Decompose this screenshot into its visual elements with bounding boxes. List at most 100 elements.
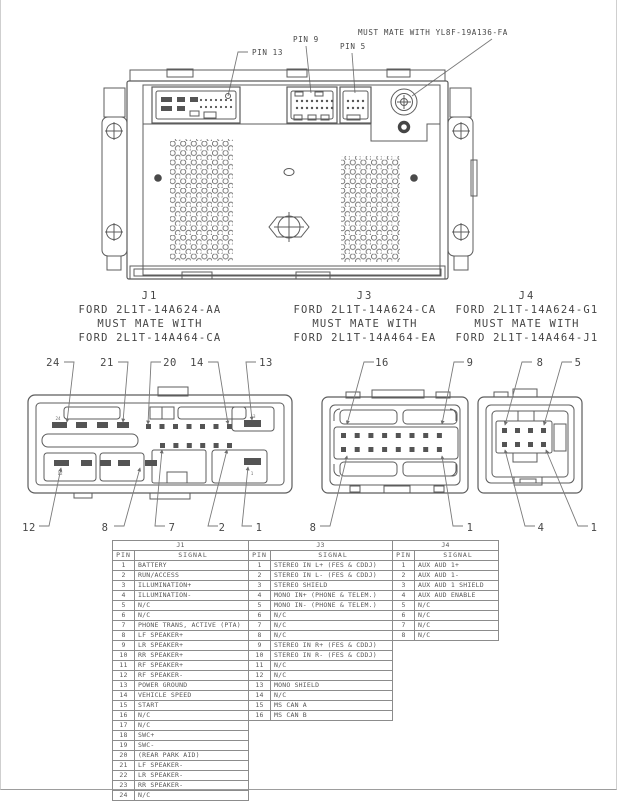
pin-signal: N/C <box>414 610 499 621</box>
pin-signal: N/C <box>270 630 393 641</box>
pin-signal: SWC+ <box>134 730 249 741</box>
inner-pin-mark: 1 <box>251 471 254 476</box>
bottom-rail <box>129 265 446 280</box>
mate-part-number: FORD 2L1T-14A464-EA <box>293 332 437 344</box>
connector-part-number: FORD 2L1T-14A624-CA <box>293 304 437 316</box>
mate-part-number: FORD 2L1T-14A464-CA <box>78 332 222 344</box>
pin-signal: N/C <box>414 630 499 641</box>
pin9-label: PIN 9 <box>293 35 319 44</box>
pin-callout: 8 <box>537 357 544 369</box>
pin-callout: 7 <box>169 522 176 534</box>
pin-signal: AUX AUD 1+ <box>414 560 499 571</box>
pin-number: 16 <box>112 710 135 721</box>
radio-callouts: MUST MATE WITH YL8F-19A136-FA PIN 9 PIN … <box>227 28 507 97</box>
pin-signal: RF SPEAKER- <box>134 670 249 681</box>
pin-signal: STEREO SHIELD <box>270 580 393 591</box>
pin-signal: AUX AUD 1 SHIELD <box>414 580 499 591</box>
pin-signal: START <box>134 700 249 711</box>
pin-callout: 24 <box>46 357 60 369</box>
antenna-connector <box>390 88 418 134</box>
column-header: PIN <box>392 550 415 561</box>
mate-note: MUST MATE WITH <box>97 318 203 330</box>
pin-number: 13 <box>112 680 135 691</box>
pin-callout: 1 <box>467 522 474 534</box>
pin-number: 17 <box>112 720 135 731</box>
connector-j1-drawing: 24 13 12 1 <box>27 386 293 500</box>
pin-signal: VEHICLE SPEED <box>134 690 249 701</box>
pin-callout: 21 <box>100 357 114 369</box>
connector-block-j4: J4 FORD 2L1T-14A624-G1 MUST MATE WITH FO… <box>432 289 617 345</box>
connector-name: J1 <box>141 290 159 302</box>
table-title-row: J1 <box>112 540 249 551</box>
rear-connector-c3 <box>339 86 372 124</box>
rear-connector-c1 <box>151 86 241 124</box>
pin-signal: STEREO IN R+ (FES & CDDJ) <box>270 640 393 651</box>
pin-number: 14 <box>248 690 271 701</box>
pin-signal: MS CAN A <box>270 700 393 711</box>
pin-callout: 14 <box>190 357 204 369</box>
connector-face-views: 24 13 12 1 24 21 20 14 13 12 8 7 2 1 <box>22 357 597 534</box>
table-title-row: J4 <box>392 540 499 551</box>
pin-signal: (REAR PARK AID) <box>134 750 249 761</box>
pin-number: 5 <box>392 600 415 611</box>
pin-signal: RR SPEAKER+ <box>134 650 249 661</box>
pin-number: 11 <box>112 660 135 671</box>
connector-j4-drawing <box>477 388 583 494</box>
connector-part-number: FORD 2L1T-14A624-G1 <box>455 304 599 316</box>
pin-number: 4 <box>248 590 271 601</box>
pin-number: 24 <box>112 790 135 801</box>
pin-number: 10 <box>248 650 271 661</box>
pin-number: 2 <box>248 570 271 581</box>
pin-number: 8 <box>392 630 415 641</box>
pin-number: 23 <box>112 780 135 791</box>
pin-signal: N/C <box>270 660 393 671</box>
pin-number: 4 <box>112 590 135 601</box>
pin-signal: N/C <box>270 620 393 631</box>
pin13-label: PIN 13 <box>252 48 283 57</box>
pin-signal: RR SPEAKER- <box>134 780 249 791</box>
pin-number: 4 <box>392 590 415 601</box>
pin-callout: 13 <box>259 357 273 369</box>
pin-number: 11 <box>248 660 271 671</box>
pin-number: 9 <box>248 640 271 651</box>
pin-signal: SWC- <box>134 740 249 751</box>
pin-number: 2 <box>112 570 135 581</box>
pin5-label: PIN 5 <box>340 42 366 51</box>
pin-number: 15 <box>112 700 135 711</box>
pin-callout: 8 <box>102 522 109 534</box>
pin-signal: N/C <box>270 670 393 681</box>
connector-name: J4 <box>518 290 536 302</box>
pin-number: 6 <box>248 610 271 621</box>
inner-pin-mark: 24 <box>55 416 61 421</box>
pin-number: 18 <box>112 730 135 741</box>
pin-number: 1 <box>392 560 415 571</box>
table-title: J1 <box>112 540 249 551</box>
pin-callout: 4 <box>538 522 545 534</box>
